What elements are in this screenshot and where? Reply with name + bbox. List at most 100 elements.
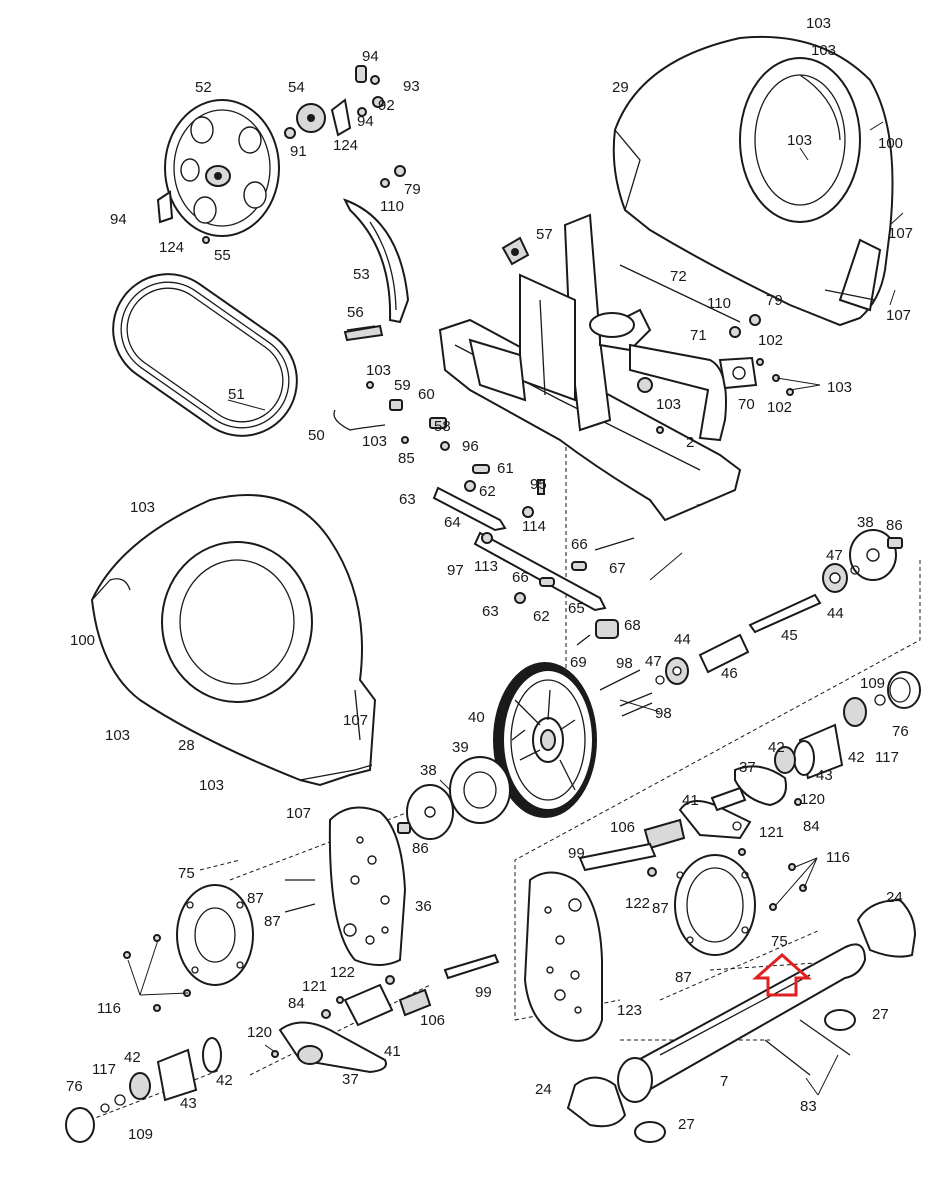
- label-117: 117: [92, 1061, 116, 1078]
- label-52: 52: [195, 79, 212, 96]
- label-44: 44: [827, 605, 844, 622]
- label-42: 42: [124, 1049, 141, 1066]
- right-crank-parts: [578, 671, 921, 877]
- label-107: 107: [343, 712, 368, 729]
- part-7-stabilizer: [566, 898, 917, 1143]
- label-87: 87: [675, 969, 692, 986]
- label-94: 94: [110, 211, 127, 228]
- label-103: 103: [787, 132, 812, 149]
- label-91: 91: [290, 143, 307, 160]
- label-103: 103: [130, 499, 155, 516]
- label-79: 79: [404, 181, 421, 198]
- label-84: 84: [803, 818, 820, 835]
- part-45-axle-group: [655, 529, 903, 685]
- label-98: 98: [616, 655, 633, 672]
- part-75-left-cover: [123, 879, 316, 1012]
- label-37: 37: [739, 759, 756, 776]
- label-58: 58: [434, 418, 451, 435]
- label-100: 100: [70, 632, 95, 649]
- label-59: 59: [394, 377, 411, 394]
- left-lower-crank-parts: [65, 953, 500, 1143]
- label-46: 46: [721, 665, 738, 682]
- label-116: 116: [97, 1000, 121, 1017]
- label-110: 110: [707, 295, 731, 312]
- label-121: 121: [759, 824, 784, 841]
- part-53-brake: [342, 165, 410, 342]
- label-113: 113: [474, 558, 498, 575]
- label-47: 47: [826, 547, 843, 564]
- label-109: 109: [128, 1126, 153, 1143]
- part-36-crank-plate: [328, 806, 407, 966]
- label-62: 62: [479, 483, 496, 500]
- part-51-belt: [112, 273, 298, 437]
- label-96: 96: [462, 438, 479, 455]
- small-parts-50-60: [333, 381, 450, 451]
- label-63: 63: [399, 491, 416, 508]
- part-123-crank-plate: [523, 871, 603, 1042]
- label-85: 85: [398, 450, 415, 467]
- label-69: 69: [570, 654, 587, 671]
- label-114: 114: [522, 518, 546, 535]
- label-2: 2: [686, 434, 694, 451]
- label-43: 43: [180, 1095, 197, 1112]
- label-51: 51: [228, 386, 245, 403]
- label-84: 84: [288, 995, 305, 1012]
- label-124: 124: [333, 137, 358, 154]
- label-54: 54: [288, 79, 305, 96]
- label-99: 99: [568, 845, 585, 862]
- label-103: 103: [811, 42, 836, 59]
- label-27: 27: [872, 1006, 889, 1023]
- label-70: 70: [738, 396, 755, 413]
- part-number-labels: 103 103 29 103 100 107 107 94 93 54 92 9…: [66, 15, 913, 1143]
- label-100: 100: [878, 135, 903, 152]
- label-66: 66: [571, 536, 588, 553]
- label-94: 94: [357, 113, 374, 130]
- label-103: 103: [366, 362, 391, 379]
- label-71: 71: [690, 327, 707, 344]
- label-103: 103: [105, 727, 130, 744]
- label-102: 102: [758, 332, 783, 349]
- label-123: 123: [617, 1002, 642, 1019]
- label-98: 98: [655, 705, 672, 722]
- label-87: 87: [247, 890, 264, 907]
- label-76: 76: [66, 1078, 83, 1095]
- label-67: 67: [609, 560, 626, 577]
- part-39-38-disks: [397, 756, 511, 840]
- label-36: 36: [415, 898, 432, 915]
- label-57: 57: [536, 226, 553, 243]
- label-38: 38: [857, 514, 874, 531]
- label-120: 120: [247, 1024, 272, 1041]
- label-97: 97: [447, 562, 464, 579]
- label-47: 47: [645, 653, 662, 670]
- small-bracket-parts-top-left: [156, 65, 384, 244]
- label-56: 56: [347, 304, 364, 321]
- label-122: 122: [330, 964, 355, 981]
- label-107: 107: [888, 225, 913, 242]
- label-53: 53: [353, 266, 370, 283]
- label-99: 99: [475, 984, 492, 1001]
- label-95: 95: [530, 476, 547, 493]
- label-24: 24: [886, 889, 903, 906]
- label-87: 87: [264, 913, 281, 930]
- label-93: 93: [403, 78, 420, 95]
- label-28: 28: [178, 737, 195, 754]
- label-63: 63: [482, 603, 499, 620]
- label-76: 76: [892, 723, 909, 740]
- callout-leader-lines: [127, 121, 904, 1096]
- small-parts-57-72-70: [501, 236, 794, 396]
- label-103: 103: [656, 396, 681, 413]
- label-124: 124: [159, 239, 184, 256]
- label-106: 106: [610, 819, 635, 836]
- label-121: 121: [302, 978, 327, 995]
- label-42: 42: [848, 749, 865, 766]
- label-64: 64: [444, 514, 461, 531]
- label-50: 50: [308, 427, 325, 444]
- label-92: 92: [378, 97, 395, 114]
- label-41: 41: [384, 1043, 401, 1060]
- label-72: 72: [670, 268, 687, 285]
- label-83: 83: [800, 1098, 817, 1115]
- part-64-65-linkage: [432, 464, 635, 646]
- label-38: 38: [420, 762, 437, 779]
- label-45: 45: [781, 627, 798, 644]
